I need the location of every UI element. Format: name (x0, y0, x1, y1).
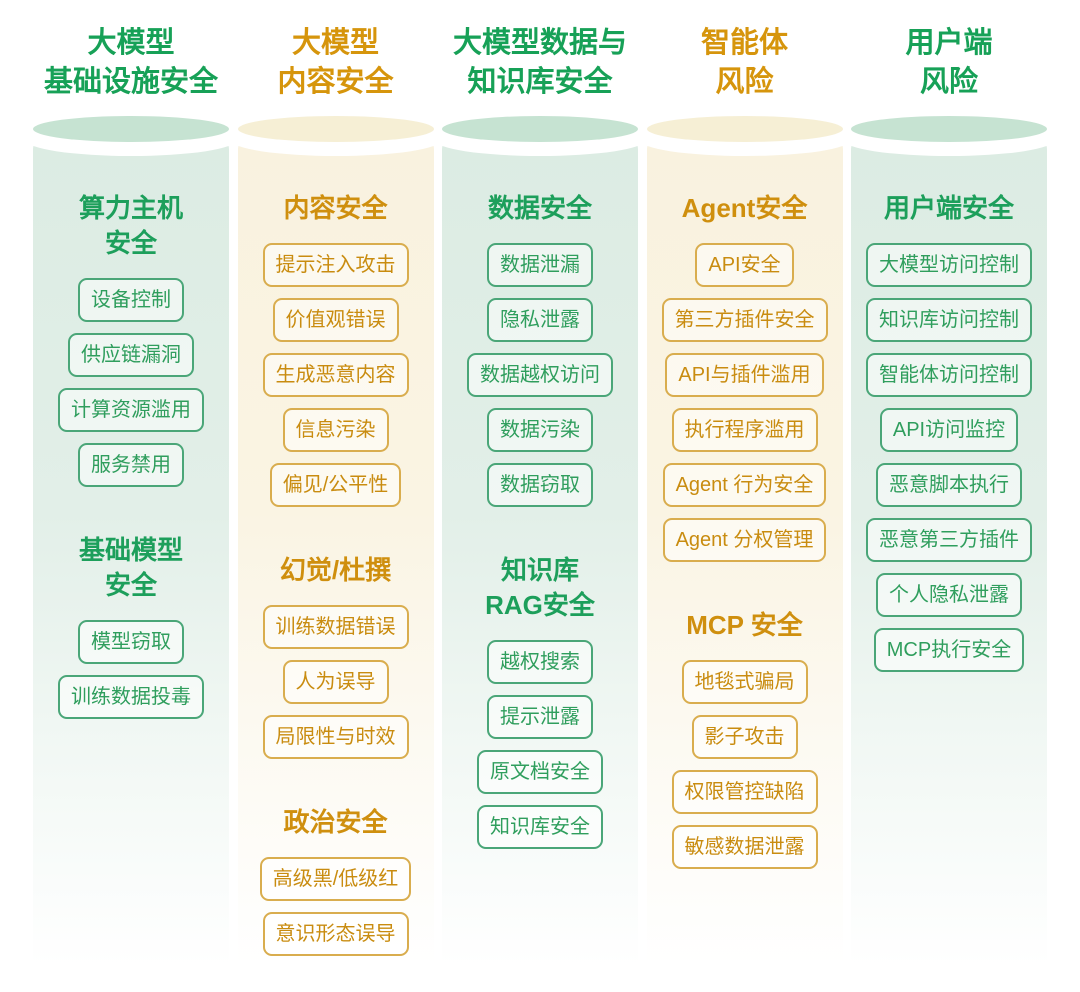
section-heading: 数据安全 (487, 193, 592, 223)
risk-item: 知识库安全 (477, 805, 603, 850)
risk-item: 提示泄露 (487, 695, 593, 740)
risk-item: 数据污染 (487, 408, 593, 453)
risk-item: 数据越权访问 (467, 353, 613, 398)
column-title: 大模型 基础设施安全 (43, 27, 218, 98)
section-compute-host-security: 算力主机 安全 设备控制 供应链漏洞 计算资源滥用 服务禁用 (33, 191, 229, 488)
section-heading: 政治安全 (283, 807, 388, 838)
cylinder-top-ellipse (237, 116, 434, 142)
column-client-side-risk: 用户端 风险 用户端安全 大模型访问控制 知识库访问控制 智能体访问控制 API… (844, 22, 1054, 966)
section-foundation-model-security: 基础模型 安全 模型窃取 训练数据投毒 (33, 533, 229, 720)
risk-item: API安全 (695, 243, 794, 288)
risk-item: 数据窃取 (487, 463, 593, 508)
risk-item: 供应链漏洞 (68, 333, 194, 378)
column-title: 智能体 风险 (700, 27, 788, 98)
section-hallucination-fabrication: 幻觉/杜撰 训练数据错误 人为误导 局限性与时效 (238, 553, 434, 760)
cylinder-body: Agent安全 API安全 第三方插件安全 API与插件滥用 执行程序滥用 Ag… (646, 139, 843, 966)
risk-item: API与插件滥用 (665, 353, 824, 398)
risk-item: Agent 行为安全 (662, 463, 827, 508)
risk-item: 设备控制 (78, 278, 184, 323)
cylinder-body: 数据安全 数据泄漏 隐私泄露 数据越权访问 数据污染 数据窃取 知识库 RAG安… (442, 139, 638, 966)
section-heading: 用户端安全 (883, 193, 1014, 223)
risk-item: MCP执行安全 (873, 628, 1025, 673)
risk-item: 数据泄漏 (487, 243, 593, 288)
cylinder: 内容安全 提示注入攻击 价值观错误 生成恶意内容 信息污染 偏见/公平性 幻觉/… (230, 116, 441, 966)
cylinder-body: 用户端安全 大模型访问控制 知识库访问控制 智能体访问控制 API访问监控 恶意… (851, 139, 1047, 966)
cylinder: 数据安全 数据泄漏 隐私泄露 数据越权访问 数据污染 数据窃取 知识库 RAG安… (435, 116, 645, 966)
section-content-security: 内容安全 提示注入攻击 价值观错误 生成恶意内容 信息污染 偏见/公平性 (238, 191, 434, 508)
section-heading: 算力主机 安全 (78, 193, 183, 259)
column-llm-data-knowledgebase-security: 大模型数据与 知识库安全 数据安全 数据泄漏 隐私泄露 数据越权访问 数据污染 … (435, 22, 645, 966)
risk-item: 敏感数据泄露 (671, 825, 818, 870)
risk-item: 越权搜索 (487, 640, 593, 685)
risk-item: 服务禁用 (78, 443, 184, 488)
risk-item: 训练数据投毒 (58, 675, 204, 720)
risk-item: 地毯式骗局 (681, 660, 808, 705)
risk-item: 局限性与时效 (262, 715, 409, 760)
section-heading: Agent安全 (681, 193, 808, 223)
risk-item: 原文档安全 (477, 750, 603, 795)
risk-item: 智能体访问控制 (866, 353, 1032, 398)
cylinder-top-ellipse (442, 116, 638, 142)
section-mcp-security: MCP 安全 地毯式骗局 影子攻击 权限管控缺陷 敏感数据泄露 (647, 608, 843, 870)
risk-item: 权限管控缺陷 (671, 770, 818, 815)
risk-item: 价值观错误 (272, 298, 399, 343)
risk-item: 隐私泄露 (487, 298, 593, 343)
risk-item: 意识形态误导 (262, 912, 409, 957)
cylinder: Agent安全 API安全 第三方插件安全 API与插件滥用 执行程序滥用 Ag… (639, 116, 850, 966)
risk-item: 恶意脚本执行 (876, 463, 1022, 508)
column-title: 用户端 风险 (905, 27, 993, 98)
section-heading: 幻觉/杜撰 (279, 555, 392, 586)
cylinder: 用户端安全 大模型访问控制 知识库访问控制 智能体访问控制 API访问监控 恶意… (844, 116, 1054, 966)
risk-item: 计算资源滥用 (58, 388, 204, 433)
cylinder-top-ellipse (851, 116, 1047, 142)
section-heading: 知识库 RAG安全 (485, 555, 595, 621)
risk-item: 执行程序滥用 (671, 408, 818, 453)
risk-item: 恶意第三方插件 (866, 518, 1032, 563)
cylinder-top-ellipse (646, 116, 843, 142)
column-agent-risk: 智能体 风险 Agent安全 API安全 第三方插件安全 API与插件滥用 执行… (639, 22, 850, 966)
risk-item: 大模型访问控制 (866, 243, 1032, 288)
cylinder-top-ellipse (33, 116, 229, 142)
column-llm-infrastructure-security: 大模型 基础设施安全 算力主机 安全 设备控制 供应链漏洞 计算资源滥用 服务禁… (26, 22, 236, 966)
risk-item: 知识库访问控制 (866, 298, 1032, 343)
risk-item: 提示注入攻击 (262, 243, 409, 288)
risk-item: 生成恶意内容 (262, 353, 409, 398)
section-political-security: 政治安全 高级黑/低级红 意识形态误导 (238, 805, 434, 957)
risk-item: 信息污染 (282, 408, 389, 453)
column-title: 大模型数据与 知识库安全 (452, 27, 627, 98)
risk-item: 第三方插件安全 (661, 298, 828, 343)
risk-item: 偏见/公平性 (269, 463, 402, 508)
section-heading: 内容安全 (283, 193, 388, 223)
risk-item: 高级黑/低级红 (259, 857, 412, 902)
column-llm-content-security: 大模型 内容安全 内容安全 提示注入攻击 价值观错误 生成恶意内容 信息污染 偏… (230, 22, 441, 966)
section-knowledgebase-rag-security: 知识库 RAG安全 越权搜索 提示泄露 原文档安全 知识库安全 (442, 553, 638, 850)
risk-item: API访问监控 (879, 408, 1019, 453)
cylinder: 算力主机 安全 设备控制 供应链漏洞 计算资源滥用 服务禁用 基础模型 安全 模… (26, 116, 236, 966)
cylinder-body: 算力主机 安全 设备控制 供应链漏洞 计算资源滥用 服务禁用 基础模型 安全 模… (33, 139, 229, 966)
risk-item: 个人隐私泄露 (876, 573, 1022, 618)
risk-item: 人为误导 (282, 660, 389, 705)
section-client-side-security: 用户端安全 大模型访问控制 知识库访问控制 智能体访问控制 API访问监控 恶意… (851, 191, 1047, 673)
cylinder-body: 内容安全 提示注入攻击 价值观错误 生成恶意内容 信息污染 偏见/公平性 幻觉/… (237, 139, 434, 966)
risk-item: 影子攻击 (691, 715, 798, 760)
risk-item: 模型窃取 (78, 620, 184, 665)
section-heading: MCP 安全 (686, 610, 803, 641)
section-agent-security: Agent安全 API安全 第三方插件安全 API与插件滥用 执行程序滥用 Ag… (647, 191, 843, 563)
section-data-security: 数据安全 数据泄漏 隐私泄露 数据越权访问 数据污染 数据窃取 (442, 191, 638, 508)
risk-item: Agent 分权管理 (662, 518, 827, 563)
risk-item: 训练数据错误 (262, 605, 409, 650)
section-heading: 基础模型 安全 (78, 535, 183, 601)
column-title: 大模型 内容安全 (277, 27, 394, 98)
